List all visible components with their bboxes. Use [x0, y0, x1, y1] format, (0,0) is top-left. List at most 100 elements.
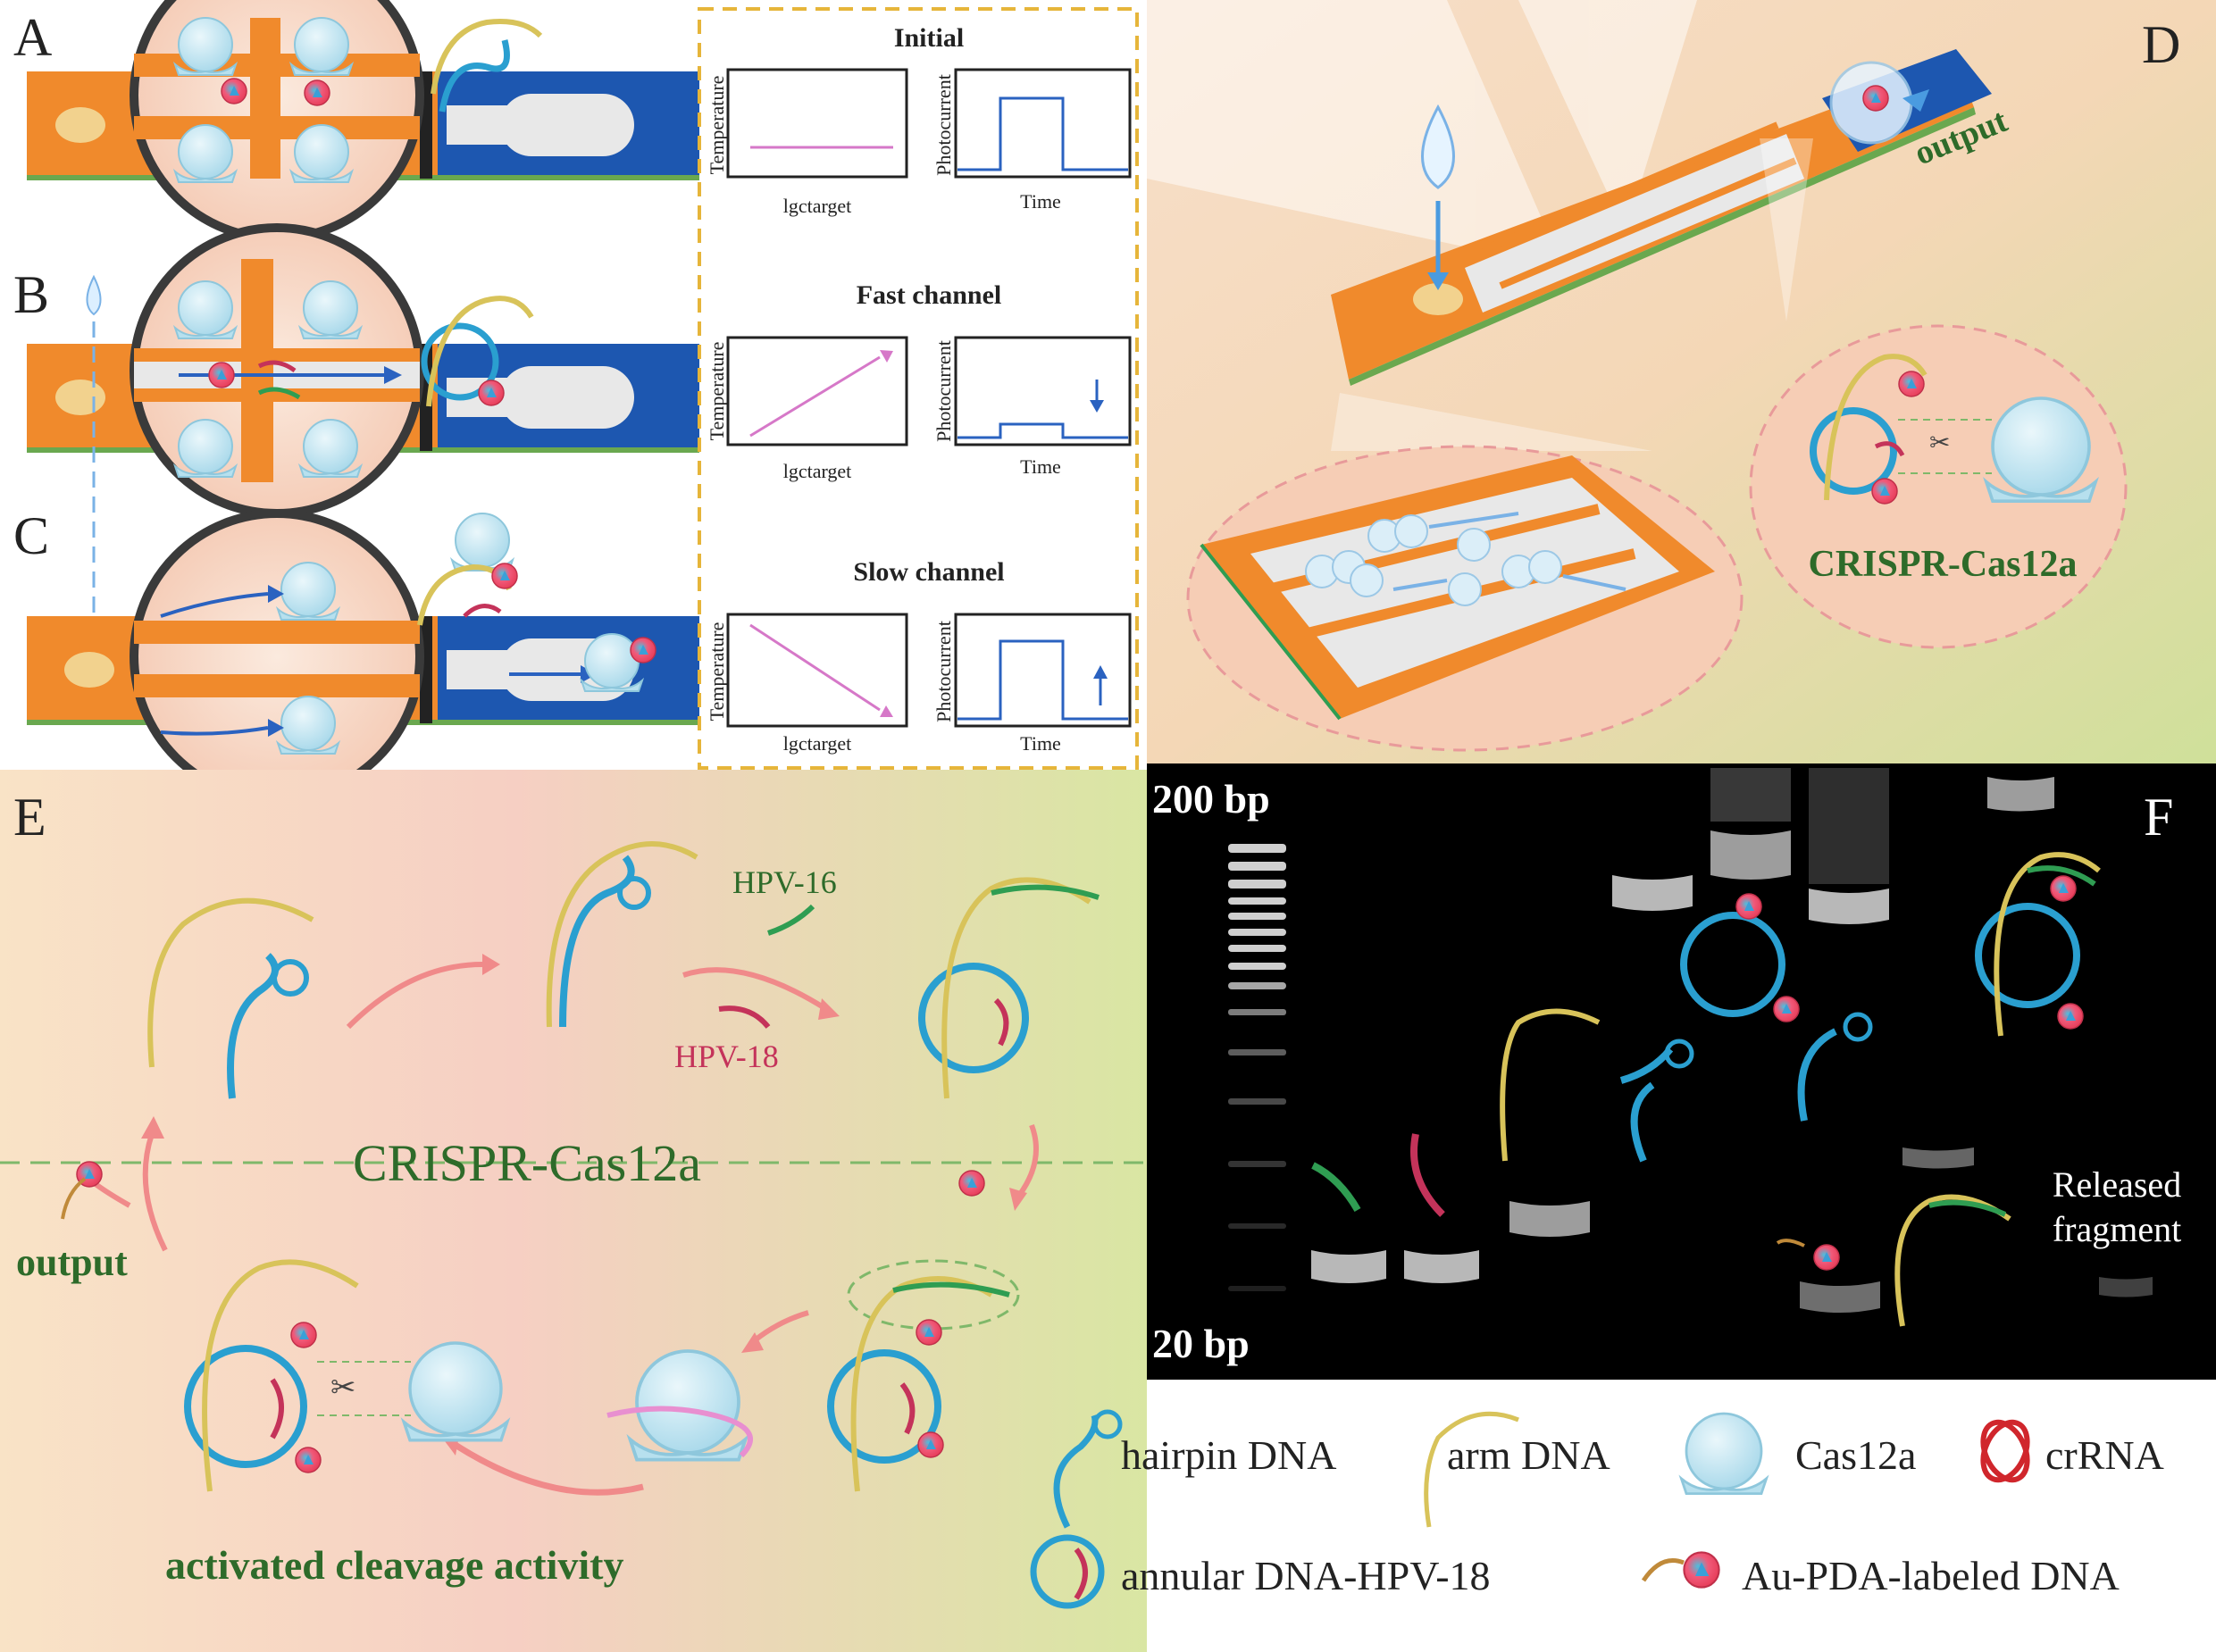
panel-e: HPV-16 HPV-18 — [0, 770, 1147, 1652]
temp-ylabel-slow: Temperature — [706, 622, 728, 722]
band-lane5 — [1612, 875, 1693, 911]
panel-letter-b: B — [13, 265, 49, 324]
photo-ylabel-fast: Photocurrent — [932, 340, 955, 442]
legend-cas12a-label: Cas12a — [1795, 1432, 1916, 1478]
temp-xlabel-initial: lgctarget — [783, 195, 852, 217]
annular-dna-icon — [1030, 1534, 1105, 1609]
band-lane6-smear — [1710, 768, 1791, 822]
gel-marker-bottom: 20 bp — [1152, 1321, 1250, 1366]
d-droplet — [1421, 104, 1455, 290]
panel-d: output — [1147, 0, 2216, 763]
photo-xlabel-fast: Time — [1020, 455, 1061, 478]
photo-line-slow — [957, 639, 1128, 721]
panel-letter-c: C — [13, 506, 49, 565]
e-cas-complex — [606, 1349, 753, 1462]
band-lane2 — [1311, 1250, 1386, 1283]
legend-hairpin: hairpin DNA — [1053, 1409, 1336, 1529]
band-lane6-top — [1710, 830, 1791, 880]
plot-title-fast: Fast channel — [857, 280, 1002, 310]
lens-b — [130, 223, 424, 518]
legend-crrna: crRNA — [1980, 1419, 2164, 1483]
probe-a — [431, 19, 543, 113]
e-mol-cleavage: ✂ — [184, 1259, 509, 1492]
band-lane7-smear — [1809, 768, 1889, 884]
panel-letter-a: A — [13, 8, 52, 67]
legend-cas12a: Cas12a — [1680, 1412, 1916, 1495]
probe-b — [421, 296, 534, 407]
photo-line-fast — [957, 422, 1128, 439]
svg-text:✂: ✂ — [330, 1372, 356, 1405]
e-hpv16-label: HPV-16 — [732, 864, 837, 900]
temp-plot-fast — [726, 336, 908, 446]
d-zoom-right: ✂ — [1749, 138, 2128, 649]
e-hpv18-label: HPV-18 — [674, 1039, 779, 1074]
e-mol-annular — [918, 877, 1100, 1099]
legend-aupda-label: Au-PDA-labeled DNA — [1742, 1553, 2120, 1598]
e-activated-label: activated cleavage activity — [165, 1542, 623, 1588]
photo-xlabel-initial: Time — [1020, 190, 1061, 213]
legend-crrna-label: crRNA — [2045, 1432, 2164, 1478]
panel-letter-f: F — [2144, 788, 2173, 847]
arm-dna-icon — [1424, 1411, 1519, 1528]
d-chip — [1331, 49, 1992, 386]
e-mol-start — [147, 897, 314, 1099]
photo-ylabel-slow: Photocurrent — [932, 621, 955, 722]
temp-ylabel-fast: Temperature — [706, 342, 728, 441]
band-lane9-top — [1987, 777, 2054, 812]
legend-aupda: Au-PDA-labeled DNA — [1641, 1551, 2120, 1598]
panel-abc-chips — [27, 0, 706, 804]
photo-plot-fast — [954, 336, 1132, 446]
droplet-b — [86, 274, 102, 616]
plot-title-initial: Initial — [894, 23, 964, 53]
panel-letter-e: E — [13, 788, 46, 847]
temp-xlabel-fast: lgctarget — [783, 460, 852, 482]
d-output-bubble — [1829, 61, 1929, 145]
probe-c — [417, 513, 656, 692]
gel-marker-top: 200 bp — [1152, 776, 1270, 822]
legend: hairpin DNA arm DNA Cas12a crRNA annular… — [1030, 1380, 2216, 1652]
photo-plot-initial — [954, 68, 1132, 179]
d-crispr-label: CRISPR-Cas12a — [1808, 544, 2077, 585]
band-lane4 — [1509, 1201, 1590, 1237]
d-zoom-left — [1186, 393, 1744, 752]
temp-plot-slow — [726, 613, 908, 728]
temp-xlabel-slow: lgctarget — [783, 732, 852, 755]
band-lane3 — [1404, 1250, 1479, 1283]
temp-line-slow — [749, 623, 881, 712]
plot-row-initial: Initial Temperature lgctarget Photocurre… — [706, 23, 1132, 217]
panel-f: 200 bp 20 bp Released fragment — [1147, 763, 2216, 1380]
photo-plot-slow — [954, 613, 1132, 728]
legend-annular-label: annular DNA-HPV-18 — [1121, 1553, 1491, 1598]
plots-box — [698, 7, 1139, 770]
photo-line-initial — [957, 96, 1128, 171]
gel-bands — [1311, 768, 2153, 1313]
gel-ladder — [1228, 844, 1286, 1291]
e-mol-bound — [827, 1259, 1020, 1492]
temp-line-fast — [749, 355, 881, 438]
crrna-icon — [1980, 1419, 2030, 1483]
temp-ylabel-initial: Temperature — [706, 76, 728, 175]
au-pda-icon — [1683, 1551, 1720, 1589]
e-crispr-label: CRISPR-Cas12a — [353, 1134, 701, 1192]
lens-a — [130, 0, 424, 243]
band-lane8 — [1902, 1147, 1974, 1169]
e-mol-hybrid — [546, 841, 698, 1028]
lens-c — [130, 509, 424, 804]
plot-row-slow: Slow channel Temperature lgctarget Photo… — [706, 557, 1132, 755]
legend-arm-label: arm DNA — [1447, 1432, 1610, 1478]
photo-xlabel-slow: Time — [1020, 732, 1061, 755]
legend-arm: arm DNA — [1424, 1411, 1610, 1528]
band-lane9-low — [2099, 1277, 2153, 1297]
plot-title-slow: Slow channel — [853, 557, 1004, 587]
plot-row-fast: Fast channel Temperature lgctarget Photo… — [706, 280, 1132, 482]
panel-letter-d: D — [2142, 15, 2180, 74]
gel-released-line1: Released — [2053, 1164, 2181, 1205]
band-lane7 — [1809, 889, 1889, 924]
svg-text:✂: ✂ — [1929, 430, 1950, 457]
legend-hairpin-label: hairpin DNA — [1121, 1432, 1336, 1478]
legend-annular: annular DNA-HPV-18 — [1030, 1534, 1491, 1609]
e-output-label: output — [16, 1240, 128, 1284]
photo-ylabel-initial: Photocurrent — [932, 74, 955, 176]
gel-released-line2: fragment — [2053, 1209, 2181, 1249]
